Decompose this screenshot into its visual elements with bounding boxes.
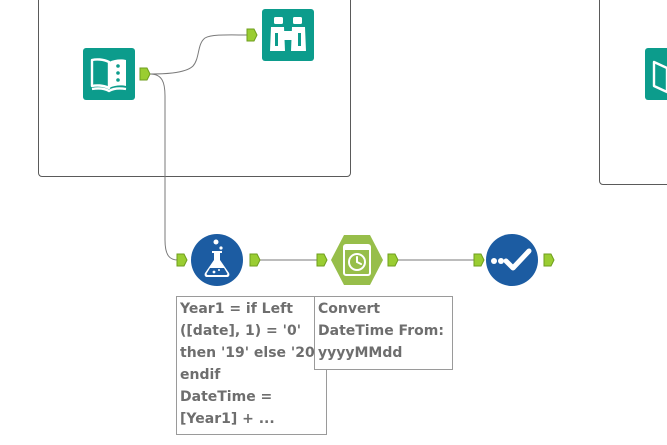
checkmark-icon — [486, 234, 538, 286]
input-data-tool-partial[interactable] — [645, 48, 667, 100]
clock-icon — [331, 235, 383, 285]
input-anchor[interactable] — [473, 253, 485, 267]
output-anchor[interactable] — [387, 253, 399, 267]
input-anchor[interactable] — [246, 28, 258, 42]
browse-tool[interactable] — [262, 9, 314, 61]
input-data-tool[interactable] — [83, 48, 135, 100]
datetime-tool[interactable] — [331, 234, 383, 286]
formula-tool[interactable] — [191, 234, 243, 286]
output-anchor[interactable] — [543, 253, 555, 267]
binoculars-icon — [262, 9, 314, 61]
flask-icon — [191, 234, 243, 286]
select-tool[interactable] — [486, 234, 538, 286]
book-icon — [645, 48, 667, 100]
output-anchor[interactable] — [139, 67, 151, 81]
book-icon — [83, 48, 135, 100]
datetime-annotation: Convert DateTime From: yyyyMMdd — [314, 296, 453, 370]
formula-annotation: Year1 = if Left ([date], 1) = '0' then '… — [176, 296, 327, 435]
input-anchor[interactable] — [176, 253, 188, 267]
output-anchor[interactable] — [249, 253, 261, 267]
input-anchor[interactable] — [316, 253, 328, 267]
